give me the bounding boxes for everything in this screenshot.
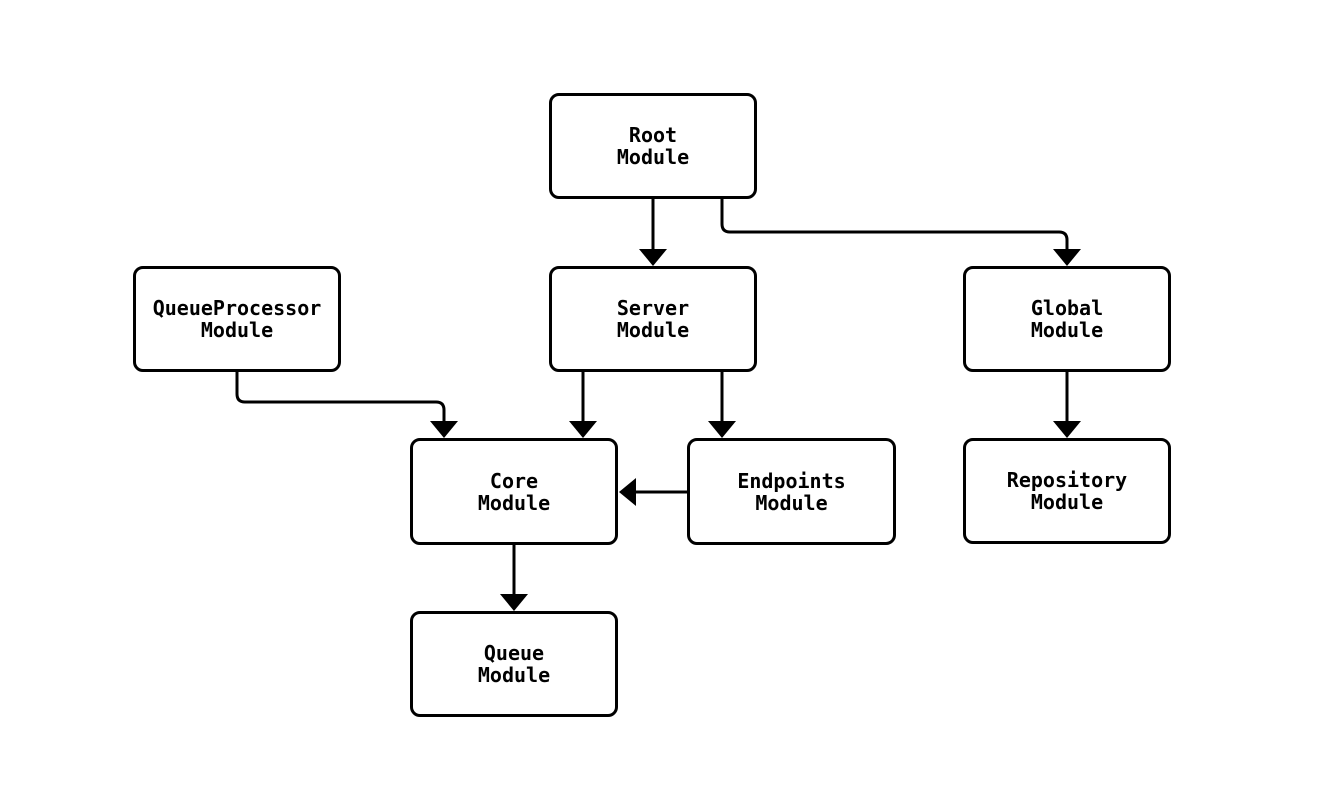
node-core-module: Core Module bbox=[410, 438, 618, 545]
edge-core-to-queue-arrowhead bbox=[500, 594, 528, 611]
node-root-module: Root Module bbox=[549, 93, 757, 199]
node-global-module: Global Module bbox=[963, 266, 1171, 372]
edge-global-to-repository-arrowhead bbox=[1053, 421, 1081, 438]
edge-server-to-core-arrowhead bbox=[569, 421, 597, 438]
edge-root-to-global bbox=[720, 199, 1069, 250]
node-endpoints-module: Endpoints Module bbox=[687, 438, 896, 545]
edge-server-to-endpoints-arrowhead bbox=[708, 421, 736, 438]
node-queue-module: Queue Module bbox=[410, 611, 618, 717]
node-queueprocessor-module: QueueProcessor Module bbox=[133, 266, 341, 372]
edge-queueprocessor-to-core-arrowhead bbox=[430, 421, 458, 438]
edge-endpoints-to-core-arrowhead bbox=[619, 478, 636, 506]
node-repository-module: Repository Module bbox=[963, 438, 1171, 544]
edge-root-to-global-arrowhead bbox=[1053, 249, 1081, 266]
edge-queueprocessor-to-core bbox=[235, 372, 446, 422]
edge-root-to-server-arrowhead bbox=[639, 249, 667, 266]
node-server-module: Server Module bbox=[549, 266, 757, 372]
